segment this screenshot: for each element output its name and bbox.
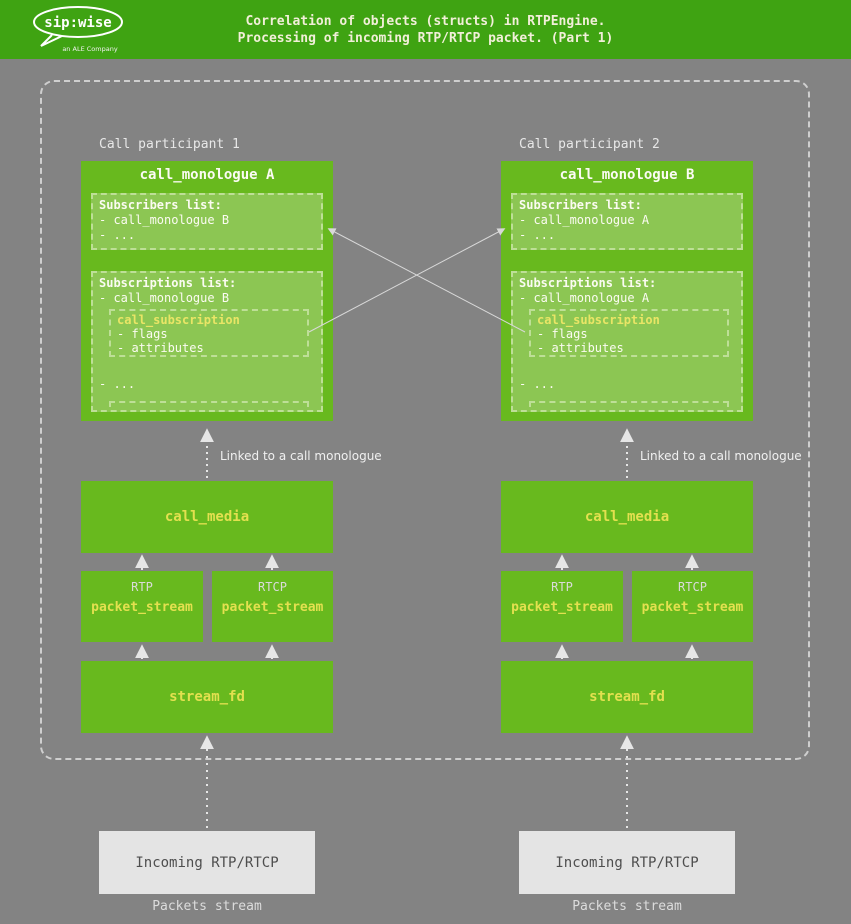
- subscribers-box: Subscribers list: - call_monologue A - .…: [511, 193, 743, 250]
- rtp-label: RTP: [131, 580, 153, 594]
- column-participant-1: Call participant 1 call_monologue A Subs…: [81, 137, 382, 914]
- subscriptions-title: Subscriptions list:: [99, 276, 237, 290]
- packet-stream-rtp-box: RTP packet_stream: [501, 571, 623, 642]
- logo-part2: wise: [78, 15, 112, 31]
- packet-stream-label: packet_stream: [91, 600, 193, 615]
- call-subscription-item: - attributes: [117, 341, 204, 355]
- header-bar: sip:wise an ALE Company Correlation of o…: [0, 0, 851, 59]
- call-subscription-title: call_subscription: [117, 313, 240, 327]
- call-monologue-title: call_monologue A: [139, 167, 275, 183]
- stream-fd-label: stream_fd: [589, 689, 665, 705]
- call-subscription-box: call_subscription - flags - attributes: [109, 309, 309, 357]
- page-title-line2: Processing of incoming RTP/RTCP packet. …: [237, 30, 614, 46]
- rtcp-label: RTCP: [678, 580, 707, 594]
- subscribers-item: - ...: [99, 228, 136, 242]
- packets-stream-label: Packets stream: [572, 899, 682, 914]
- stream-fd-label: stream_fd: [169, 689, 245, 705]
- sipwise-logo: sip:wise an ALE Company: [33, 6, 123, 53]
- subscriptions-box: Subscriptions list: - call_monologue A c…: [511, 271, 743, 412]
- svg-text:sip:wise: sip:wise: [44, 15, 111, 31]
- call-monologue-title: call_monologue B: [559, 167, 695, 183]
- subscribers-item: - call_monologue A: [519, 213, 650, 227]
- call-subscription-partial-box: [529, 401, 729, 410]
- packets-stream-label: Packets stream: [152, 899, 262, 914]
- call-media-label: call_media: [584, 509, 670, 525]
- logo-bubble: [33, 6, 123, 38]
- logo-tagline: an ALE Company: [62, 45, 117, 53]
- subscribers-item: - call_monologue B: [99, 213, 230, 227]
- subscribers-title: Subscribers list:: [519, 198, 642, 212]
- stream-fd-box: stream_fd: [81, 661, 333, 733]
- diagram-boundary: [40, 80, 810, 760]
- incoming-rtp-rtcp-box: Incoming RTP/RTCP: [99, 831, 315, 894]
- call-media-box: call_media: [81, 481, 333, 553]
- call-subscription-item: - flags: [537, 327, 588, 341]
- page-title: Correlation of objects (structs) in RTPE…: [238, 13, 614, 47]
- packet-stream-rtcp-box: RTCP packet_stream: [632, 571, 753, 642]
- participant-label: Call participant 1: [99, 137, 240, 152]
- call-monologue-box: call_monologue A Subscribers list: - cal…: [81, 161, 333, 421]
- subscriptions-title: Subscriptions list:: [519, 276, 657, 290]
- call-subscription-partial-box: [109, 401, 309, 410]
- packet-stream-rtp-box: RTP packet_stream: [81, 571, 203, 642]
- incoming-label: Incoming RTP/RTCP: [555, 854, 699, 871]
- incoming-rtp-rtcp-box: Incoming RTP/RTCP: [519, 831, 735, 894]
- logo-part1: sip:: [44, 15, 78, 31]
- subscriptions-item: - call_monologue A: [519, 291, 650, 305]
- call-subscription-title: call_subscription: [537, 313, 660, 327]
- subscribers-box: Subscribers list: - call_monologue B - .…: [91, 193, 323, 250]
- subscriptions-box: Subscriptions list: - call_monologue B c…: [91, 271, 323, 412]
- subscriptions-ellipsis: - ...: [519, 377, 556, 391]
- incoming-label: Incoming RTP/RTCP: [135, 854, 279, 871]
- rtcp-label: RTCP: [258, 580, 287, 594]
- call-monologue-box: call_monologue B Subscribers list: - cal…: [501, 161, 753, 421]
- call-media-label: call_media: [164, 509, 250, 525]
- page-title-line1: Correlation of objects (structs) in RTPE…: [245, 13, 606, 29]
- subscriptions-ellipsis: - ...: [99, 377, 136, 391]
- column-participant-2: Call participant 2 call_monologue B Subs…: [420, 0, 851, 924]
- subscribers-item: - ...: [519, 228, 556, 242]
- logo-bubble-tail: [40, 34, 63, 47]
- packet-stream-label: packet_stream: [641, 600, 744, 615]
- participant-label: Call participant 2: [519, 137, 660, 152]
- call-subscription-item: - attributes: [537, 341, 624, 355]
- packet-stream-label: packet_stream: [221, 600, 324, 615]
- call-media-box: call_media: [501, 481, 753, 553]
- call-subscription-item: - flags: [117, 327, 168, 341]
- stream-fd-box: stream_fd: [501, 661, 753, 733]
- packet-stream-rtcp-box: RTCP packet_stream: [212, 571, 333, 642]
- linked-label: Linked to a call monologue: [220, 449, 382, 463]
- linked-label: Linked to a call monologue: [640, 449, 802, 463]
- subscriptions-item: - call_monologue B: [99, 291, 230, 305]
- call-subscription-box: call_subscription - flags - attributes: [529, 309, 729, 357]
- subscribers-title: Subscribers list:: [99, 198, 222, 212]
- packet-stream-label: packet_stream: [511, 600, 613, 615]
- rtp-label: RTP: [551, 580, 573, 594]
